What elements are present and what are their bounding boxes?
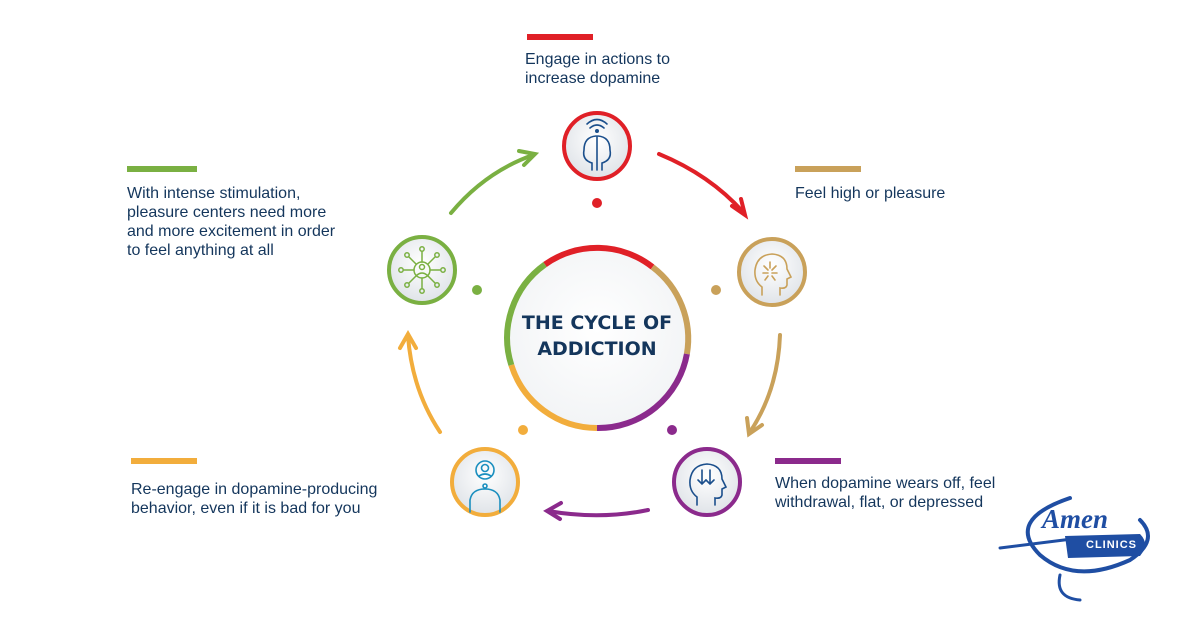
ring-seg-red [543, 244, 655, 270]
arrow-stimulation-to-engage [449, 153, 535, 215]
stimulation-label-bar [127, 166, 197, 172]
center-ring [504, 244, 692, 432]
head-sparkle-icon [754, 253, 793, 296]
arrowhead-engage-to-high [730, 197, 749, 220]
person-head-icon [469, 460, 501, 513]
arrowhead-withdrawal-to-reengage [543, 501, 563, 521]
node-stimulation [387, 235, 457, 305]
high-label: Feel high or pleasure [795, 185, 946, 202]
arrowhead-high-to-withdrawal [745, 416, 764, 438]
reengage-label: Re-engage in dopamine-producing behavior… [131, 481, 378, 517]
dot-purple [667, 425, 677, 435]
logo-tail [1057, 573, 1082, 602]
head-down-arrows-icon [689, 463, 728, 506]
engage-label: Engage in actions to increase dopamine [525, 51, 670, 87]
arrow-high-to-withdrawal [748, 333, 782, 434]
logo-clinics-band [1065, 534, 1145, 558]
node-engage [562, 111, 632, 181]
ring-seg-green [504, 262, 547, 366]
center-title: THE CYCLE OF ADDICTION [521, 312, 673, 360]
ring-seg-tan [650, 264, 692, 355]
dot-orange [518, 425, 528, 435]
two-heads-signal-icon [582, 118, 612, 171]
reengage-label-bar [131, 458, 197, 464]
withdrawal-label: When dopamine wears off, feel withdrawal… [775, 475, 996, 511]
dot-red [592, 198, 602, 208]
logo-brand-top: Amen [1042, 504, 1109, 534]
dot-tan [711, 285, 721, 295]
arrow-reengage-to-stimulation [406, 334, 442, 434]
person-network-icon [398, 246, 446, 294]
logo-brand-bottom: CLINICS [1086, 539, 1137, 551]
amen-clinics-logo [998, 496, 1150, 602]
node-reengage [450, 447, 520, 517]
withdrawal-label-bar [775, 458, 841, 464]
arrow-engage-to-high [657, 152, 745, 214]
ring-seg-orange [508, 364, 598, 431]
ring-seg-purple [596, 353, 690, 432]
arrowhead-stimulation-to-engage [517, 149, 540, 167]
node-withdrawal [672, 447, 742, 517]
high-label-bar [795, 166, 861, 172]
logo-swoosh [1025, 496, 1150, 574]
engage-label-bar [527, 34, 593, 40]
arrowhead-reengage-to-stimulation [398, 329, 418, 350]
arrow-withdrawal-to-reengage [546, 508, 650, 518]
node-high [737, 237, 807, 307]
center-disc [507, 248, 687, 428]
stimulation-label: With intense stimulation, pleasure cente… [127, 185, 336, 259]
dot-green [472, 285, 482, 295]
